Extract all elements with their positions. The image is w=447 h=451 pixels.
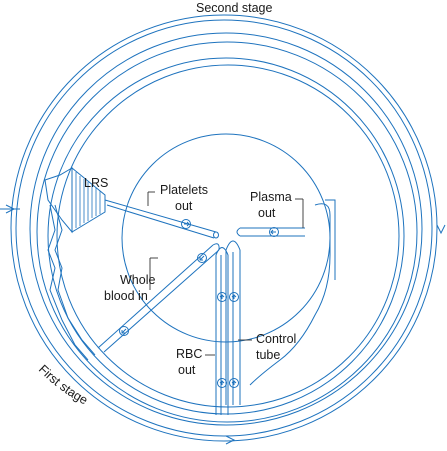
bottom-arrow — [225, 435, 236, 445]
second-stage-label: Second stage — [196, 1, 272, 15]
right-channel-cap — [325, 199, 336, 280]
platelets-label-line1: Platelets — [160, 183, 208, 197]
outer-ring-1 — [10, 14, 438, 442]
plasma-valve — [269, 227, 279, 237]
control-valve-upper — [229, 292, 239, 302]
rbc-valve-upper — [217, 292, 227, 302]
stage-arrows — [0, 204, 446, 445]
control-tube-label-line2: tube — [256, 348, 280, 362]
right-channel — [249, 203, 331, 386]
platelets-valve — [181, 219, 191, 229]
platelets-label-line2: out — [175, 199, 193, 213]
first-stage-label: First stage — [36, 362, 90, 407]
right-arrow — [436, 224, 446, 235]
rbc-label-line1: RBC — [176, 347, 202, 361]
outer-ring-3 — [29, 32, 423, 426]
platelets-tube — [104, 199, 219, 239]
outer-channel-rings — [10, 14, 438, 442]
rbc-valve-lower — [217, 378, 227, 388]
plasma-tube — [236, 227, 305, 237]
lrs-label: LRS — [84, 176, 108, 190]
plasma-label-line2: out — [258, 206, 276, 220]
rbc-label-line2: out — [178, 363, 196, 377]
control-tube-label-line1: Control — [256, 332, 296, 346]
control-valve-lower — [229, 378, 239, 388]
plasma-label-line1: Plasma — [250, 190, 292, 204]
outer-ring-4 — [36, 41, 418, 423]
whole-blood-tube — [97, 243, 220, 353]
rbc-control-tubes — [215, 240, 241, 415]
leader-lines — [147, 191, 304, 356]
outer-ring-5 — [47, 57, 405, 415]
whole-blood-valve-high — [197, 253, 207, 263]
lrs-chamber — [44, 166, 106, 361]
whole-blood-label-line1: Whole — [120, 273, 155, 287]
whole-blood-label-line2: blood in — [104, 289, 148, 303]
whole-blood-valve-low — [119, 326, 129, 336]
outer-ring-2 — [15, 19, 433, 437]
